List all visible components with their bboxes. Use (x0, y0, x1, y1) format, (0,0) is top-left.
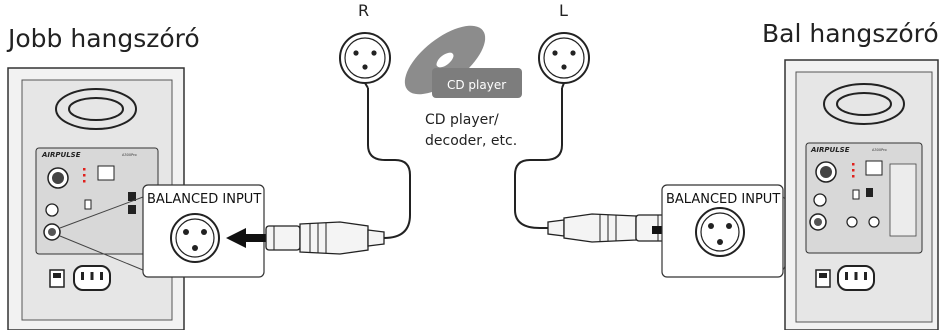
right-balanced-input-label: BALANCED INPUT (147, 192, 261, 207)
left-speaker-title: Bal hangszóró (762, 19, 939, 48)
right-cable (367, 88, 411, 239)
right-callout-pointer (59, 196, 144, 271)
right-speaker-model: A300Pro (122, 153, 137, 157)
status-leds (852, 163, 855, 178)
cd-player-label: CD player (447, 78, 506, 92)
power-switch-icon (815, 269, 831, 288)
right-top-xlr-connector-icon (339, 32, 391, 89)
port-icon (55, 88, 137, 130)
left-balanced-input-label: BALANCED INPUT (666, 192, 780, 207)
right-speaker-jacks (43, 192, 136, 241)
right-speaker-brand: AIRPULSE (41, 151, 81, 159)
source-caption-line2: decoder, etc. (425, 133, 517, 149)
right-speaker: AIRPULSE A300Pro (7, 67, 185, 330)
xlr-female-jack-icon (170, 213, 220, 263)
source-caption-line1: CD player/ (425, 112, 499, 128)
right-channel-label: R (358, 1, 369, 20)
right-speaker-title: Jobb hangszóró (6, 24, 200, 53)
left-channel-label: L (559, 1, 568, 20)
xlr-female-jack-icon (695, 207, 745, 257)
left-top-xlr-connector-icon (538, 32, 590, 89)
left-speaker-display (865, 160, 883, 176)
port-icon (823, 83, 905, 125)
cd-player-icon (404, 25, 522, 98)
left-speaker-model: A300Pro (872, 148, 887, 152)
power-socket-icon (73, 265, 111, 291)
right-arrow-icon (226, 228, 266, 248)
right-xlr-male-plug-icon (265, 221, 385, 255)
left-balanced-input-callout: BALANCED INPUT (661, 184, 784, 278)
status-leds (83, 168, 86, 183)
left-speaker: AIRPULSE A300Pro (784, 59, 939, 330)
left-speaker-jacks (809, 163, 917, 237)
right-balanced-input-callout: BALANCED INPUT (142, 184, 265, 278)
power-switch-icon (49, 269, 65, 288)
left-speaker-brand: AIRPULSE (810, 146, 850, 154)
volume-knob-icon (47, 167, 69, 189)
left-cable (514, 88, 563, 229)
left-xlr-male-plug-icon (547, 213, 667, 243)
volume-knob-icon (815, 161, 837, 183)
power-socket-icon (837, 265, 875, 291)
right-speaker-display (97, 165, 115, 181)
